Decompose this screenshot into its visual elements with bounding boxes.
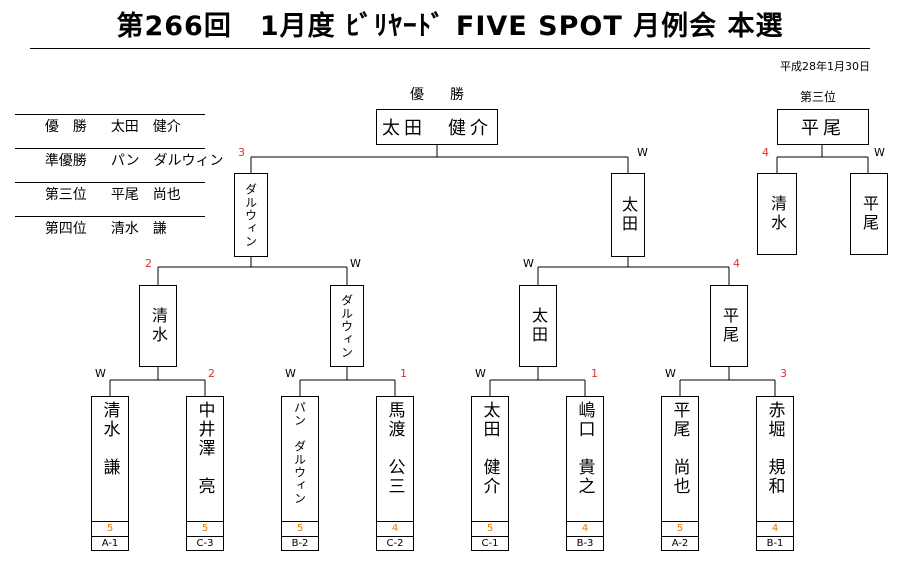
result-rank: 優 勝 (44, 119, 87, 135)
player-card: 太田 健介 5 C-1 (471, 396, 509, 551)
semi-right-score-a: W (523, 257, 534, 270)
result-row-1st: 優 勝 太田 健介 (15, 88, 205, 135)
player-name: 赤堀 規和 (764, 401, 785, 496)
semi-winner-right: 太田 (611, 173, 645, 257)
player-points: 5 (662, 521, 698, 536)
player-card: 嶋口 貴之 4 B-3 (566, 396, 604, 551)
player-name: 清水 謙 (99, 401, 120, 477)
player-seed: C-2 (377, 536, 413, 551)
result-row-3rd: 第三位 平尾 尚也 (15, 156, 205, 203)
player-seed: A-2 (662, 536, 698, 551)
player-points: 5 (472, 521, 508, 536)
semi-right-score-b: 4 (733, 257, 740, 270)
champion-heading: 優 勝 (410, 87, 470, 103)
player-points: 5 (187, 521, 223, 536)
player-points: 5 (92, 521, 128, 536)
result-row-4th: 第四位 清水 謙 (15, 190, 205, 237)
quarter-1-score-b: 2 (208, 367, 215, 380)
final-right-score: W (637, 146, 648, 159)
result-row-2nd: 準優勝 パン ダルウィン (15, 122, 224, 169)
final-left-score: 3 (238, 146, 245, 159)
result-rank: 第四位 (44, 221, 87, 237)
quarter-4-score-a: W (665, 367, 676, 380)
player-points: 4 (567, 521, 603, 536)
champion-box: 太田 健介 (376, 109, 498, 145)
third-place-box: 平尾 (777, 109, 869, 145)
title-underline (30, 48, 870, 49)
player-card: 平尾 尚也 5 A-2 (661, 396, 699, 551)
page-title: 第266回 1月度 ﾋﾞﾘﾔｰﾄﾞ FIVE SPOT 月例会 本選 (116, 11, 784, 42)
third-left-score: 4 (762, 146, 769, 159)
quarter-2-score-a: W (285, 367, 296, 380)
player-card: 馬渡 公三 4 C-2 (376, 396, 414, 551)
quarter-winner-4: 平尾 (710, 285, 748, 367)
player-seed: C-3 (187, 536, 223, 551)
third-right-score: W (874, 146, 885, 159)
quarter-2-score-b: 1 (400, 367, 407, 380)
player-points: 4 (757, 521, 793, 536)
event-date: 平成28年1月30日 (780, 60, 870, 73)
player-name: パン ダルウィン (292, 401, 307, 505)
player-card: 清水 謙 5 A-1 (91, 396, 129, 551)
player-name: 馬渡 公三 (384, 401, 405, 496)
quarter-1-score-a: W (95, 367, 106, 380)
quarter-3-score-a: W (475, 367, 486, 380)
player-seed: B-3 (567, 536, 603, 551)
player-points: 4 (377, 521, 413, 536)
quarter-3-score-b: 1 (591, 367, 598, 380)
player-seed: C-1 (472, 536, 508, 551)
semi-winner-left: ダルウィン (234, 173, 268, 257)
quarter-winner-2: ダルウィン (330, 285, 364, 367)
player-card: 中井澤 亮 5 C-3 (186, 396, 224, 551)
result-name: 平尾 尚也 (110, 187, 181, 203)
result-rank: 準優勝 (44, 153, 87, 169)
player-seed: A-1 (92, 536, 128, 551)
result-name: 清水 謙 (110, 221, 167, 237)
player-seed: B-1 (757, 536, 793, 551)
player-name: 太田 健介 (479, 401, 500, 496)
result-name: 太田 健介 (110, 119, 181, 135)
result-rank: 第三位 (44, 187, 87, 203)
quarter-winner-1: 清水 (139, 285, 177, 367)
semi-left-score-b: W (350, 257, 361, 270)
player-name: 嶋口 貴之 (574, 401, 595, 496)
quarter-winner-3: 太田 (519, 285, 557, 367)
third-right-player: 平尾 (850, 173, 888, 255)
player-name: 平尾 尚也 (669, 401, 690, 496)
semi-left-score-a: 2 (145, 257, 152, 270)
player-card: パン ダルウィン 5 B-2 (281, 396, 319, 551)
result-name: パン ダルウィン (110, 153, 224, 169)
player-card: 赤堀 規和 4 B-1 (756, 396, 794, 551)
player-points: 5 (282, 521, 318, 536)
player-seed: B-2 (282, 536, 318, 551)
third-left-player: 清水 (757, 173, 797, 255)
player-name: 中井澤 亮 (194, 401, 215, 496)
quarter-4-score-b: 3 (780, 367, 787, 380)
third-place-heading: 第三位 (800, 90, 837, 104)
